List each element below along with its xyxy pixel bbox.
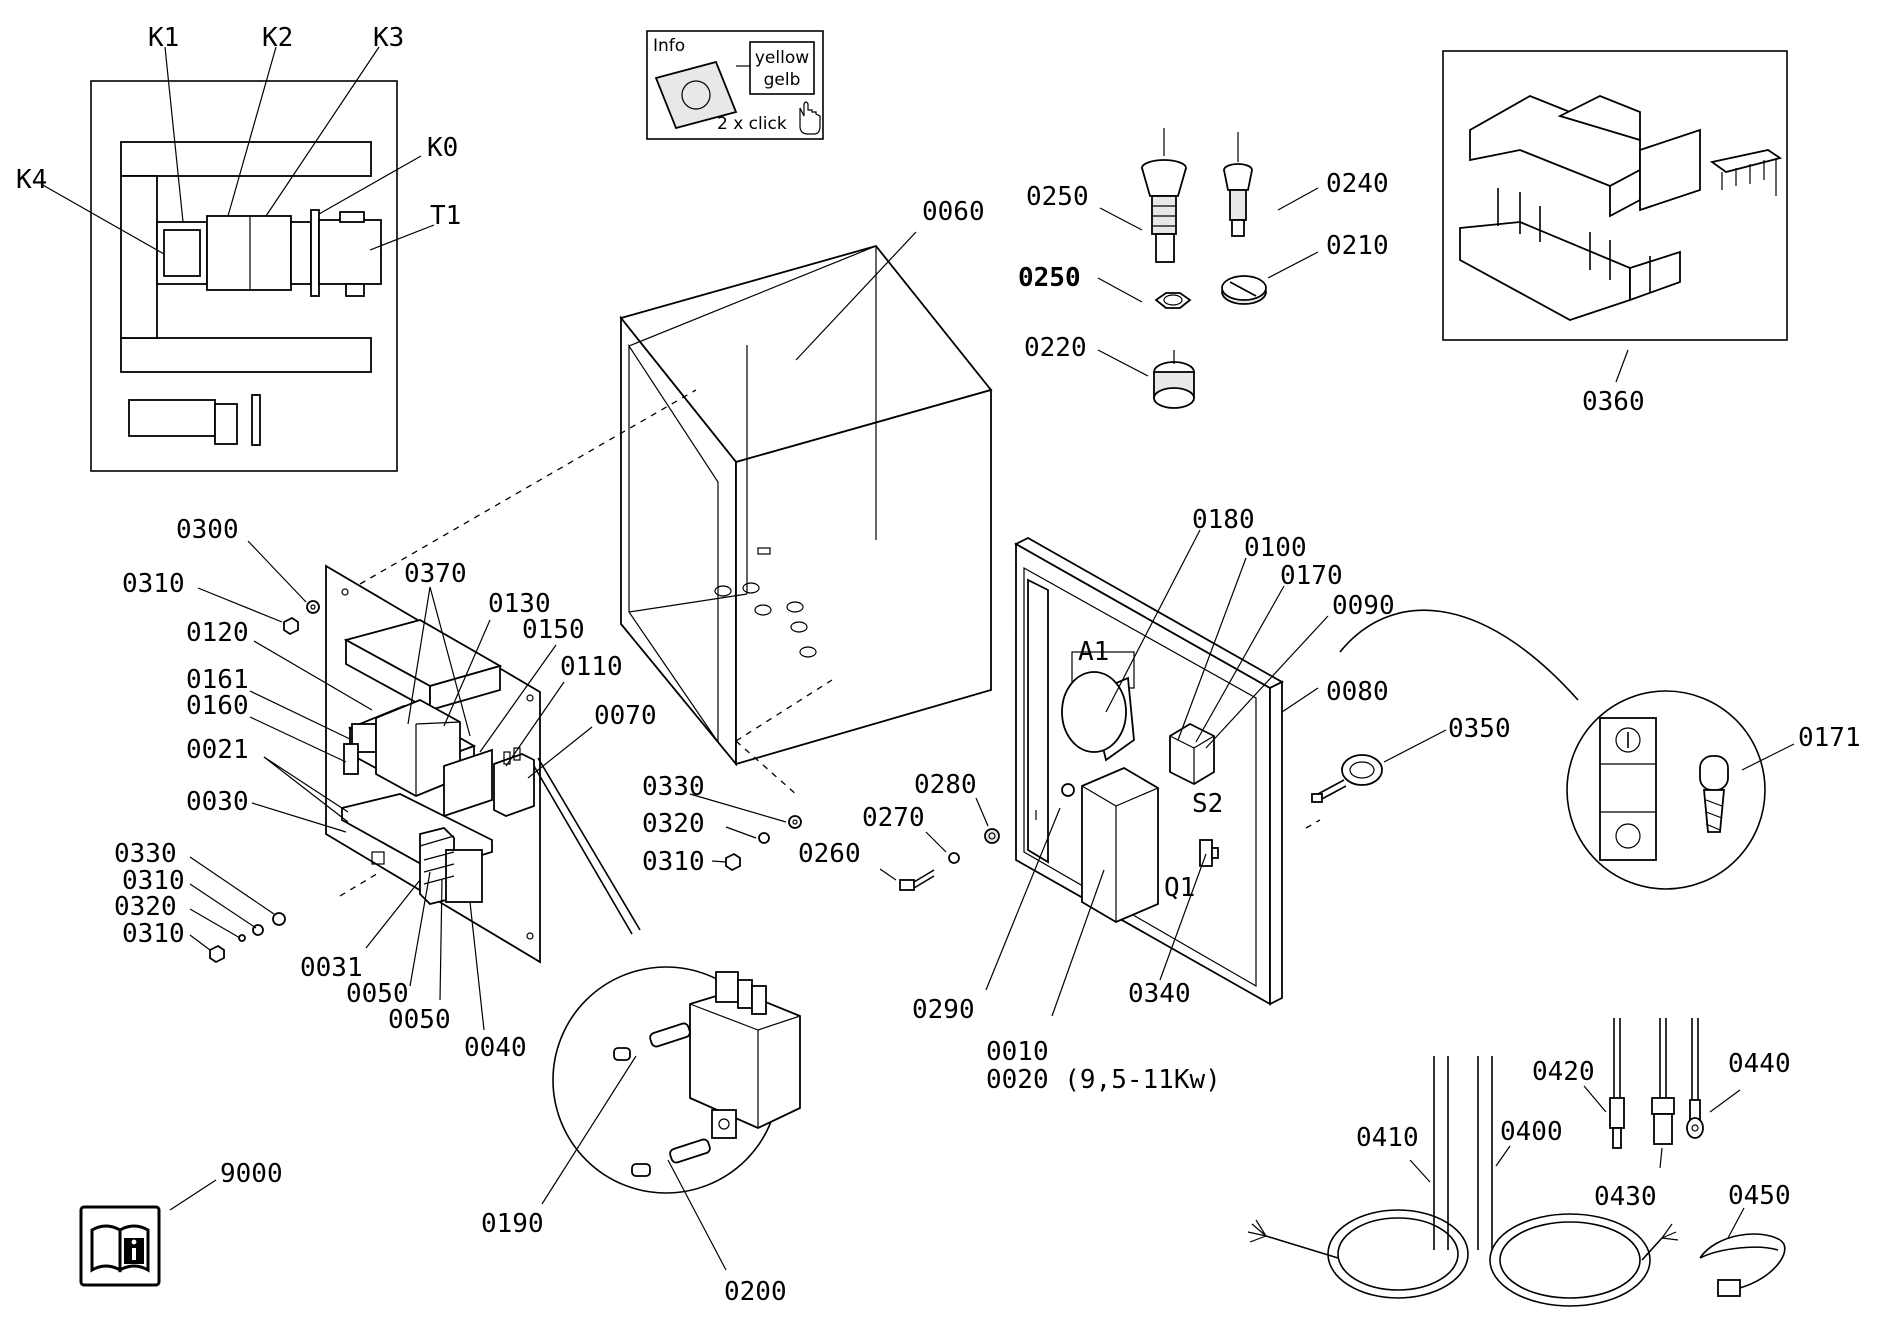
label-0450: 0450 <box>1728 1181 1791 1211</box>
label-0310-c: 0310 <box>122 919 185 949</box>
cable-glands: 0250 0240 0210 0250 0220 <box>1018 128 1389 409</box>
label-0430: 0430 <box>1594 1182 1657 1212</box>
label-k4: K4 <box>16 165 47 195</box>
info-box[interactable]: Info yellow gelb 2 x click <box>646 30 824 140</box>
component-layout-inset: K1 K2 K3 K4 K0 T1 <box>16 23 461 472</box>
label-0360: 0360 <box>1582 387 1645 417</box>
label-0320-a: 0320 <box>114 892 177 922</box>
label-0190: 0190 <box>481 1209 544 1239</box>
label-0310-b: 0310 <box>122 866 185 896</box>
front-door-panel: A1 S2 Q1 <box>1014 536 1284 1006</box>
label-0250-a: 0250 <box>1026 182 1089 212</box>
label-0080: 0080 <box>1326 677 1389 707</box>
label-0210: 0210 <box>1326 231 1389 261</box>
label-t1: T1 <box>430 201 461 231</box>
label-0130: 0130 <box>488 589 551 619</box>
label-0370: 0370 <box>404 559 467 589</box>
door-labels: 0180 0100 0170 0090 0080 0290 0010 0020 … <box>912 505 1395 1095</box>
label-0220: 0220 <box>1024 333 1087 363</box>
label-0400: 0400 <box>1500 1117 1563 1147</box>
label-k2: K2 <box>262 23 293 53</box>
left-labels: 0300 0310 0370 0130 0150 0120 0110 0161 … <box>114 515 657 1063</box>
hand-pointer-icon <box>799 101 821 135</box>
info-color-de: gelb <box>764 70 801 90</box>
label-0050-a: 0050 <box>346 979 409 1009</box>
label-0010: 0010 <box>986 1037 1049 1067</box>
callout-curve <box>1339 609 1579 701</box>
label-k1: K1 <box>148 23 179 53</box>
manual-info-icon[interactable]: 9000 <box>79 1159 283 1287</box>
label-0250-b: 0250 <box>1018 263 1081 293</box>
label-s2: S2 <box>1192 789 1223 819</box>
label-0350: 0350 <box>1448 714 1511 744</box>
info-title: Info <box>653 36 685 56</box>
label-0020: 0020 (9,5-11Kw) <box>986 1065 1221 1095</box>
label-0280: 0280 <box>914 770 977 800</box>
label-0200: 0200 <box>724 1277 787 1307</box>
label-0110: 0110 <box>560 652 623 682</box>
label-0171: 0171 <box>1798 723 1861 753</box>
label-0340: 0340 <box>1128 979 1191 1009</box>
label-0330-a: 0330 <box>114 839 177 869</box>
label-0180: 0180 <box>1192 505 1255 535</box>
label-0260: 0260 <box>798 839 861 869</box>
label-0050-b: 0050 <box>388 1005 451 1035</box>
key-0350: 0350 <box>1311 714 1511 803</box>
label-0410: 0410 <box>1356 1123 1419 1153</box>
label-0060: 0060 <box>922 197 985 227</box>
mounting-plate-assembly <box>325 564 541 964</box>
label-k0: K0 <box>427 133 458 163</box>
label-0150: 0150 <box>522 615 585 645</box>
enclosure-box: 0060 <box>619 197 993 767</box>
label-0070: 0070 <box>594 701 657 731</box>
label-0030: 0030 <box>186 787 249 817</box>
switch-detail-circle: 0171 <box>1566 690 1861 890</box>
label-0090: 0090 <box>1332 591 1395 621</box>
label-0330-b: 0330 <box>642 772 705 802</box>
label-0270: 0270 <box>862 803 925 833</box>
info-color-en: yellow <box>755 48 809 68</box>
label-0120: 0120 <box>186 618 249 648</box>
label-0310-a: 0310 <box>122 569 185 599</box>
label-0040: 0040 <box>464 1033 527 1063</box>
label-9000: 9000 <box>220 1159 283 1189</box>
label-0240: 0240 <box>1326 169 1389 199</box>
cable-parts: 0410 0400 0420 0430 0440 0450 <box>1247 1018 1791 1307</box>
fuse-holder-detail: 0190 0200 <box>481 966 801 1307</box>
label-0320-b: 0320 <box>642 809 705 839</box>
label-0300: 0300 <box>176 515 239 545</box>
label-q1: Q1 <box>1164 873 1195 903</box>
center-fasteners: 0330 0320 0310 0280 0270 0260 <box>642 770 1061 891</box>
left-fasteners <box>209 600 320 964</box>
label-0160: 0160 <box>186 691 249 721</box>
label-a1: A1 <box>1078 637 1109 667</box>
label-0440: 0440 <box>1728 1049 1791 1079</box>
label-0310-d: 0310 <box>642 847 705 877</box>
label-0031: 0031 <box>300 953 363 983</box>
label-0420: 0420 <box>1532 1057 1595 1087</box>
label-k3: K3 <box>373 23 404 53</box>
label-0161: 0161 <box>186 665 249 695</box>
label-0170: 0170 <box>1280 561 1343 591</box>
terminal-block-inset: 0360 <box>1442 50 1788 417</box>
label-0100: 0100 <box>1244 533 1307 563</box>
label-0021: 0021 <box>186 735 249 765</box>
info-hint: 2 x click <box>717 114 787 134</box>
label-0290: 0290 <box>912 995 975 1025</box>
